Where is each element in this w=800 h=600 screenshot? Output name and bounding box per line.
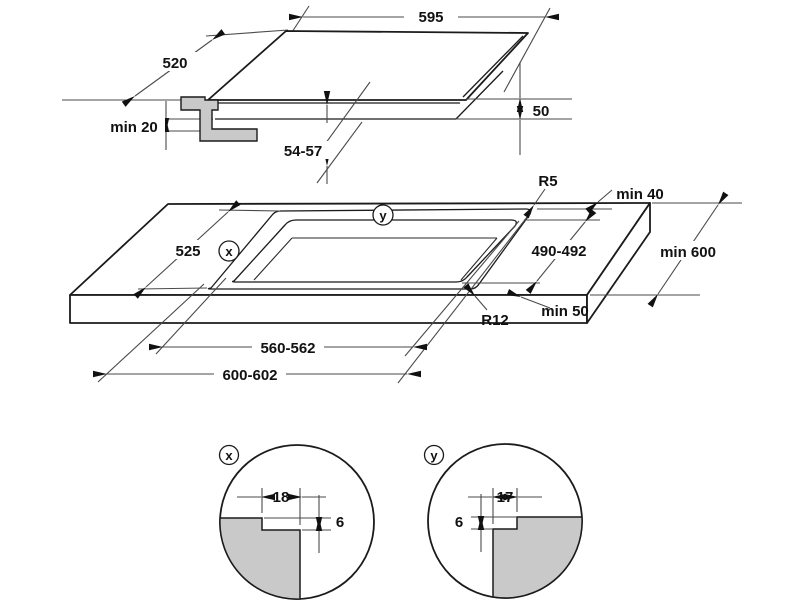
detail-y-marker-label: y	[379, 208, 387, 223]
detail-x-view: 18 6 x	[218, 444, 375, 600]
detail-y-view: 17 6 y	[423, 443, 583, 599]
dim-hob-width: 595	[418, 9, 443, 26]
dim-body-height: 50	[533, 103, 550, 120]
detail-y-marker	[372, 204, 394, 226]
worktop-front-face	[69, 294, 588, 324]
dim-recess-depth: 525	[175, 243, 200, 260]
worktop-cutout-view: 525 490-492 560-562 600-602 min 40 min 6…	[69, 173, 742, 384]
dim-cutout-width: 560-562	[260, 340, 315, 357]
dim-cutout-depth: 490-492	[531, 243, 586, 260]
detail-x-marker	[218, 240, 240, 262]
dim-min-worktop-depth: min 600	[660, 244, 716, 261]
dim-hob-depth: 520	[162, 55, 187, 72]
detail-y-step-depth: 6	[455, 514, 463, 531]
detail-x-section	[219, 517, 301, 600]
dim-clearance-below: min 20	[110, 119, 158, 136]
label-recess-radius: R5	[538, 173, 557, 190]
hob-glass-top	[207, 30, 529, 101]
dim-front-clearance: min 50	[541, 303, 589, 320]
detail-x-bubble	[218, 444, 240, 466]
detail-x-step-depth: 6	[336, 514, 344, 531]
detail-y-bubble-label: y	[430, 448, 438, 463]
detail-y-step-width: 17	[497, 489, 514, 506]
dim-overall-height: 54-57	[284, 143, 322, 160]
detail-y-section	[492, 516, 583, 599]
detail-x-marker-label: x	[225, 244, 233, 259]
label-cutout-radius: R12	[481, 312, 509, 329]
detail-x-step-width: 18	[273, 489, 290, 506]
dim-back-clearance: min 40	[616, 186, 664, 203]
detail-y-bubble	[423, 444, 445, 466]
detail-x-bubble-label: x	[225, 448, 233, 463]
hob-side-view: 595 520 min 20 54-57 50	[62, 5, 572, 184]
dim-recess-width: 600-602	[222, 367, 277, 384]
